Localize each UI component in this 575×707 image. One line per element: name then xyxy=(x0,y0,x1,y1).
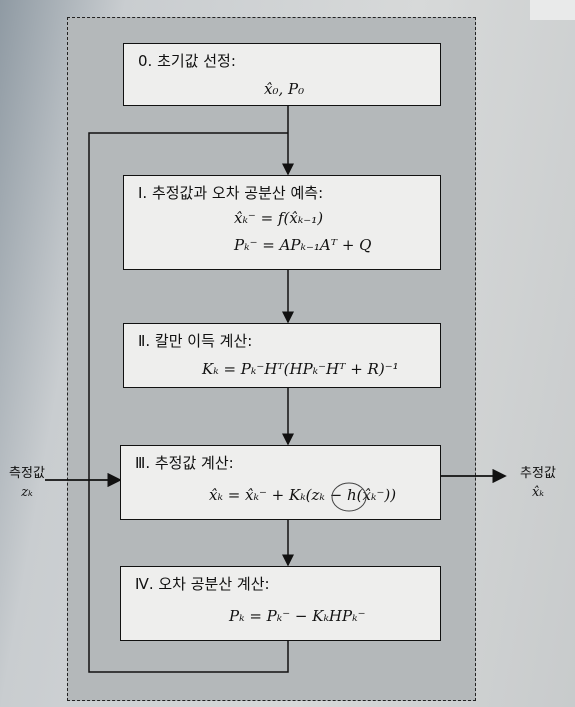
step-2-eq-0: Kₖ = Pₖ⁻Hᵀ(HPₖ⁻Hᵀ + R)⁻¹ xyxy=(202,360,399,378)
step-1-box: Ⅰ. 추정값과 오차 공분산 예측: x̂ₖ⁻ = f(x̂ₖ₋₁) Pₖ⁻ =… xyxy=(123,175,441,270)
input-label-text: 측정값 xyxy=(9,466,45,481)
step-1-eq-0: x̂ₖ⁻ = f(x̂ₖ₋₁) xyxy=(234,209,324,227)
step-3-box: Ⅲ. 추정값 계산: x̂ₖ = x̂ₖ⁻ + Kₖ(zₖ − h(x̂ₖ⁻)) xyxy=(120,445,441,520)
output-var: x̂ₖ xyxy=(531,485,545,500)
output-label: 추정값 x̂ₖ xyxy=(512,462,564,500)
output-label-text: 추정값 xyxy=(520,466,556,481)
step-3-eq-0: x̂ₖ = x̂ₖ⁻ + Kₖ(zₖ − h(x̂ₖ⁻)) xyxy=(209,486,397,504)
input-var: zₖ xyxy=(21,485,33,500)
step-0-title: 0. 초기값 선정: xyxy=(138,52,236,70)
page-edge xyxy=(530,0,575,20)
step-0-box: 0. 초기값 선정: x̂₀, P₀ xyxy=(123,43,441,106)
step-1-title: Ⅰ. 추정값과 오차 공분산 예측: xyxy=(138,184,324,202)
input-label: 측정값 zₖ xyxy=(4,462,50,500)
loop-back-line xyxy=(88,132,289,673)
step-2-box: Ⅱ. 칼만 이득 계산: Kₖ = Pₖ⁻Hᵀ(HPₖ⁻Hᵀ + R)⁻¹ xyxy=(123,323,441,388)
step-4-title: Ⅳ. 오차 공분산 계산: xyxy=(135,575,270,593)
step-3-title: Ⅲ. 추정값 계산: xyxy=(135,454,234,472)
step-1-eq-1: Pₖ⁻ = APₖ₋₁Aᵀ + Q xyxy=(234,236,372,254)
step-4-eq-0: Pₖ = Pₖ⁻ − KₖHPₖ⁻ xyxy=(229,607,366,625)
step-2-title: Ⅱ. 칼만 이득 계산: xyxy=(138,332,253,350)
highlight-circle xyxy=(331,482,367,512)
step-4-box: Ⅳ. 오차 공분산 계산: Pₖ = Pₖ⁻ − KₖHPₖ⁻ xyxy=(120,566,441,641)
step-0-eq-0: x̂₀, P₀ xyxy=(264,80,305,98)
